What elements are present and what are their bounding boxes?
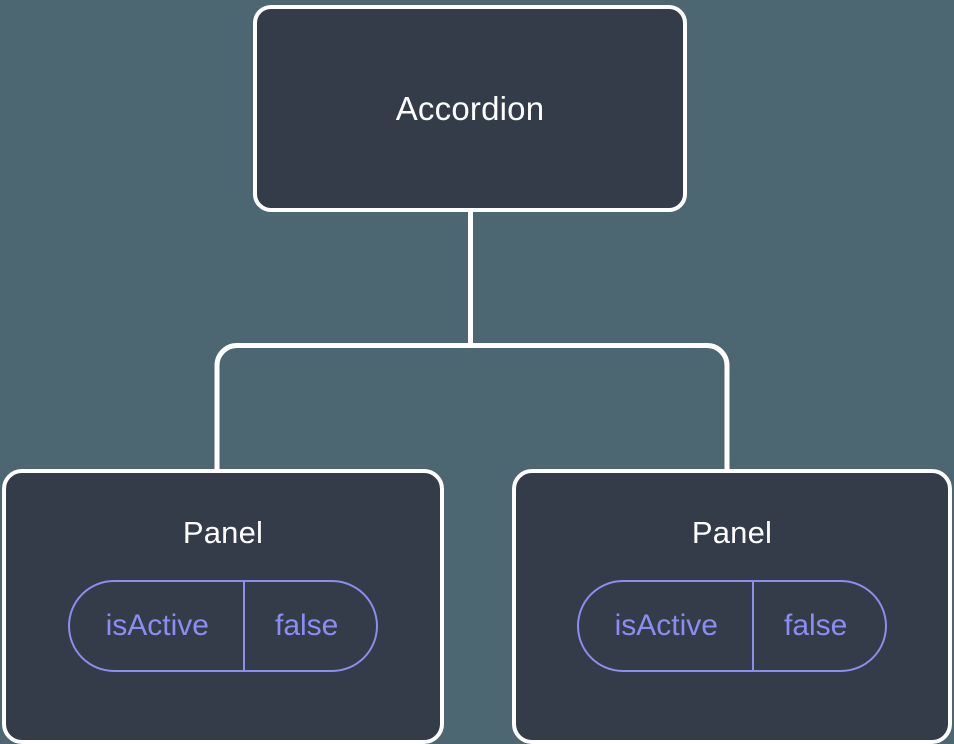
state-key-panel-0: isActive: [70, 582, 245, 670]
edge-to-panel-0: [214, 343, 471, 471]
state-badge-panel-0[interactable]: isActive false: [67, 580, 379, 672]
node-panel-1-label: Panel: [691, 515, 773, 550]
node-panel-0-label: Panel: [182, 515, 264, 550]
state-badge-panel-1[interactable]: isActive false: [576, 580, 888, 672]
state-value-panel-0: false: [274, 609, 339, 642]
state-value-panel-1: false: [783, 609, 848, 642]
state-key-panel-1: isActive: [579, 582, 754, 670]
node-accordion[interactable]: Accordion: [253, 5, 687, 212]
node-panel-1[interactable]: Panel isActive false: [512, 469, 952, 744]
node-accordion-label: Accordion: [395, 90, 545, 127]
node-panel-0[interactable]: Panel isActive false: [2, 469, 444, 744]
edge-to-panel-1: [470, 343, 730, 471]
